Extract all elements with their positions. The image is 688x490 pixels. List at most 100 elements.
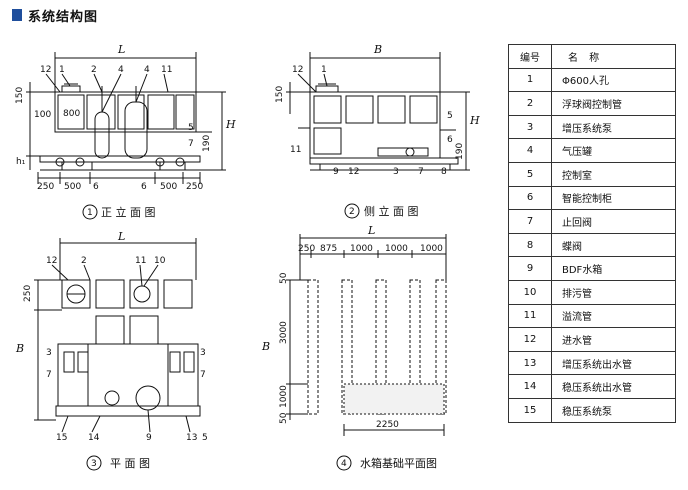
- plan-label-3b: 3: [200, 348, 206, 358]
- legend-no: 4: [508, 138, 552, 163]
- foundation-dim-t1: 250: [298, 244, 315, 254]
- legend-name: 蝶阀: [551, 232, 676, 258]
- side-label-1: 1: [321, 65, 327, 75]
- foundation-dim-t4: 1000: [385, 244, 408, 254]
- plan-view-number: 3: [91, 459, 97, 469]
- plan-dim-B: B: [15, 342, 24, 355]
- legend-no: 15: [508, 397, 552, 423]
- front-dim-H: H: [225, 118, 236, 131]
- foundation-dim-L: L: [367, 224, 375, 237]
- front-label-6a: 6: [93, 182, 99, 192]
- front-dim-b4: 250: [186, 182, 203, 192]
- legend-no: 1: [508, 67, 552, 93]
- section-title: 系统结构图: [28, 9, 99, 25]
- legend-name: 稳压系统泵: [551, 397, 676, 423]
- foundation-dim-l4: 50: [279, 412, 289, 424]
- plan-label-14: 14: [88, 433, 100, 443]
- side-elevation-view: B H 190 150 12 1: [275, 43, 480, 219]
- foundation-dim-t2: 875: [320, 244, 337, 254]
- plan-label-13: 13: [186, 433, 197, 443]
- legend-name: 稳压系统出水管: [551, 374, 676, 399]
- legend-name: 增压系统出水管: [551, 350, 676, 376]
- foundation-dim-t3: 1000: [350, 244, 373, 254]
- legend-no: 8: [508, 232, 552, 258]
- side-label-12: 12: [292, 65, 303, 75]
- side-view-number: 2: [349, 207, 355, 217]
- front-label-12: 12: [40, 65, 51, 75]
- side-dim-H: H: [469, 114, 480, 127]
- plan-label-15: 15: [56, 433, 67, 443]
- side-dim-150: 150: [275, 86, 285, 103]
- side-label-11: 11: [290, 145, 301, 155]
- front-elevation-view: L 800: [15, 43, 236, 220]
- legend-no: 10: [508, 279, 552, 305]
- side-label-6: 6: [447, 135, 453, 145]
- front-label-4a: 4: [118, 65, 124, 75]
- side-view-caption: 侧 立 面 图: [364, 204, 419, 218]
- section-header: 系统结构图: [12, 5, 98, 25]
- legend-no: 11: [508, 303, 552, 329]
- plan-label-9: 9: [146, 433, 152, 443]
- front-view-caption: 正 立 面 图: [101, 205, 156, 219]
- front-label-11: 11: [161, 65, 172, 75]
- legend-name: 浮球阀控制管: [551, 91, 676, 116]
- front-label-5: 5: [188, 123, 194, 133]
- legend-no: 2: [508, 91, 552, 116]
- front-dim-L: L: [117, 43, 125, 56]
- legend-name: 气压罐: [551, 138, 676, 163]
- legend-col-name: 名 称: [551, 44, 676, 69]
- legend-no: 3: [508, 114, 552, 140]
- plan-label-2: 2: [81, 256, 87, 266]
- foundation-dim-l1: 50: [279, 272, 289, 284]
- front-label-4b: 4: [144, 65, 150, 75]
- legend-no: 6: [508, 185, 552, 211]
- side-dim-190: 190: [455, 143, 465, 160]
- plan-label-10: 10: [154, 256, 166, 266]
- foundation-dim-l3: 1000: [279, 385, 289, 408]
- legend-no: 14: [508, 374, 552, 399]
- plan-dim-L: L: [117, 230, 125, 243]
- front-dim-b1: 250: [37, 182, 54, 192]
- header-square-icon: [12, 9, 22, 21]
- plan-dim-250: 250: [23, 285, 33, 302]
- front-dim-150: 150: [15, 87, 25, 104]
- plan-label-7b: 7: [200, 370, 206, 380]
- front-view-number: 1: [87, 208, 93, 218]
- legend-no: 7: [508, 209, 552, 234]
- legend-header-row: 编号 名 称: [508, 44, 676, 69]
- front-dim-100: 100: [34, 110, 51, 120]
- front-dim-190: 190: [202, 135, 212, 152]
- plan-label-12: 12: [46, 256, 57, 266]
- legend-name: 进水管: [551, 327, 676, 352]
- legend-no: 9: [508, 256, 552, 281]
- side-label-5: 5: [447, 111, 453, 121]
- plan-label-11: 11: [135, 256, 146, 266]
- front-800: 800: [63, 109, 80, 119]
- foundation-dim-bottom: 2250: [376, 420, 399, 430]
- legend-no: 5: [508, 161, 552, 187]
- legend-name: 溢流管: [551, 303, 676, 329]
- foundation-view-caption: 水箱基础平面图: [360, 456, 437, 470]
- plan-label-7: 7: [46, 370, 52, 380]
- plan-label-3: 3: [46, 348, 52, 358]
- side-label-12b: 12: [348, 167, 359, 177]
- foundation-plan-view: L 250 875 1000 1000 1000 B 50: [261, 224, 447, 471]
- legend-name: 止回阀: [551, 209, 676, 234]
- side-dim-B: B: [373, 43, 382, 56]
- legend-name: 增压系统泵: [551, 114, 676, 140]
- foundation-dim-l2: 3000: [279, 321, 289, 344]
- foundation-dim-B: B: [261, 340, 270, 353]
- front-label-1: 1: [59, 65, 65, 75]
